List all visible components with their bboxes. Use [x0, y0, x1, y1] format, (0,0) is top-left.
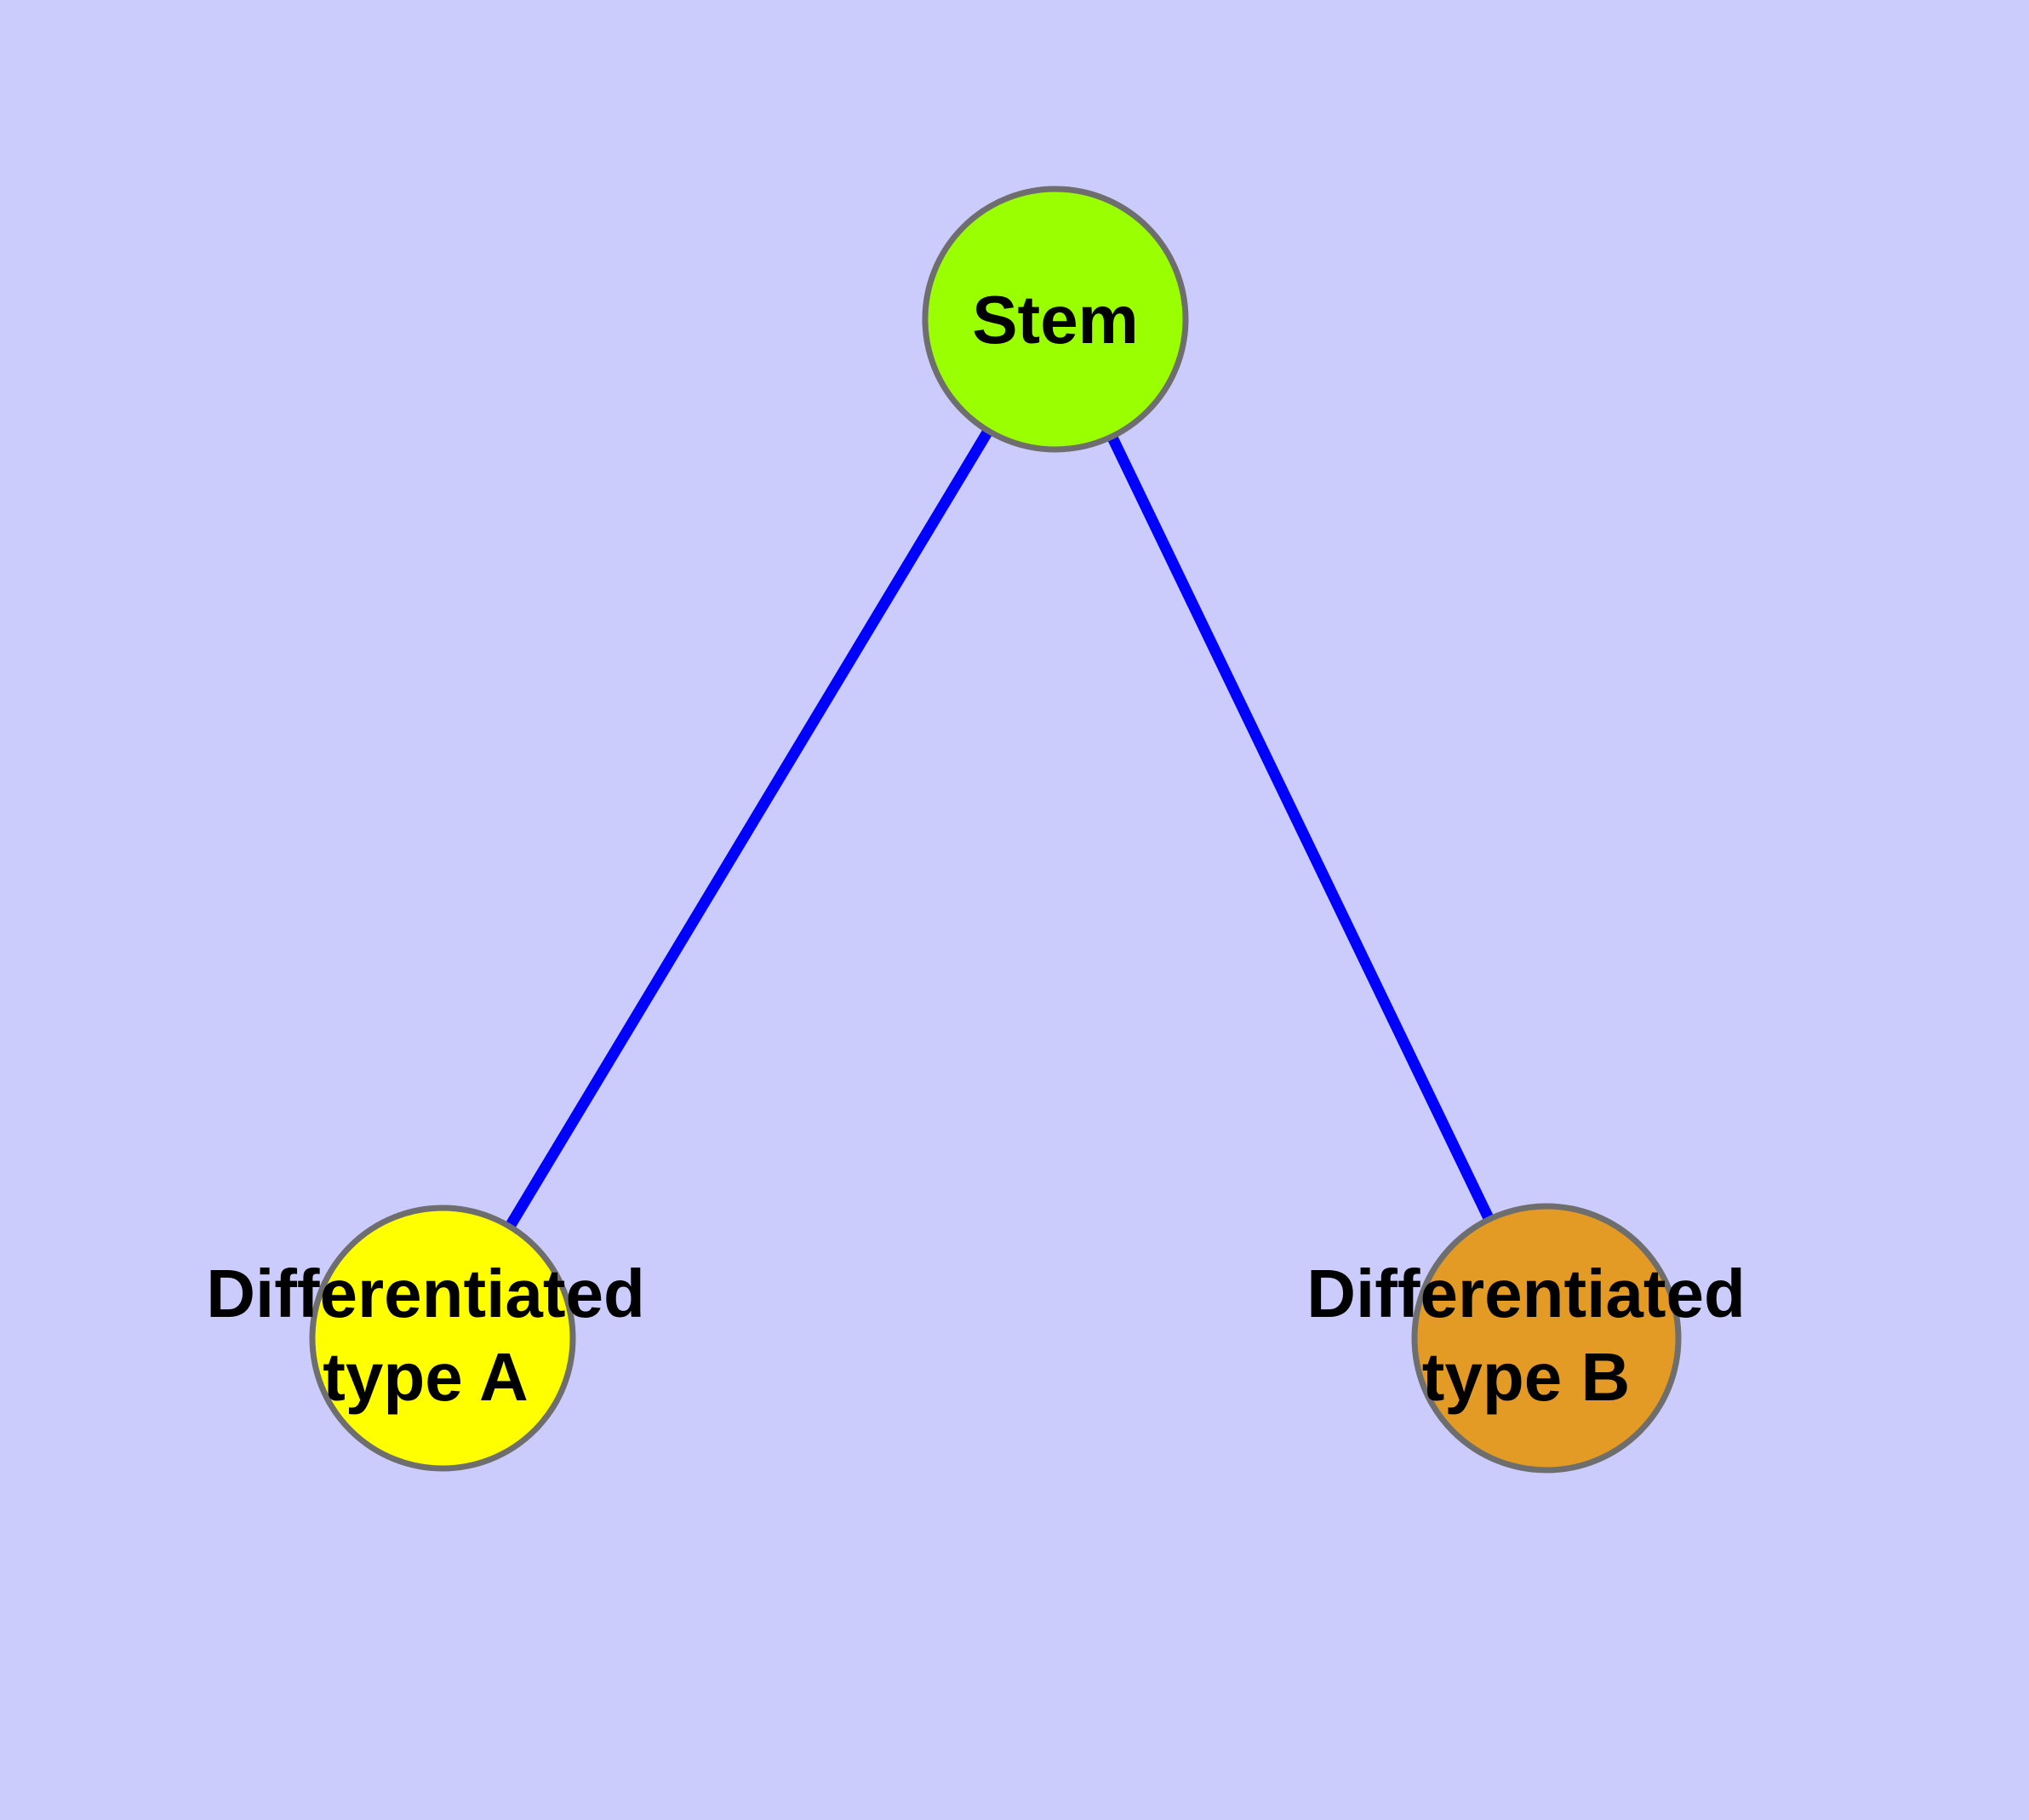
edge-layer: [437, 316, 1552, 1342]
node-layer: Stem Differentiated type A Differentiate…: [206, 186, 1746, 1474]
edge-stem-to-diff-a[interactable]: [437, 316, 1060, 1342]
edge-stem-to-diff-b[interactable]: [1050, 317, 1552, 1341]
node-diff-b-circle[interactable]: [1411, 1203, 1682, 1474]
node-stem-circle[interactable]: [922, 186, 1189, 453]
node-diff-a-label-line1: Differentiated: [206, 1256, 645, 1331]
node-stem-label-line1: Stem: [972, 282, 1139, 358]
node-diff-b[interactable]: Differentiated type B: [1306, 1203, 1746, 1474]
node-diff-b-label-line2: type B: [1422, 1339, 1631, 1415]
node-diff-a[interactable]: Differentiated type A: [206, 1205, 645, 1472]
node-stem[interactable]: Stem: [922, 186, 1189, 453]
node-diff-a-label-line2: type A: [323, 1339, 529, 1415]
node-diff-a-circle[interactable]: [309, 1205, 576, 1472]
node-diff-b-label-line1: Differentiated: [1306, 1256, 1746, 1331]
